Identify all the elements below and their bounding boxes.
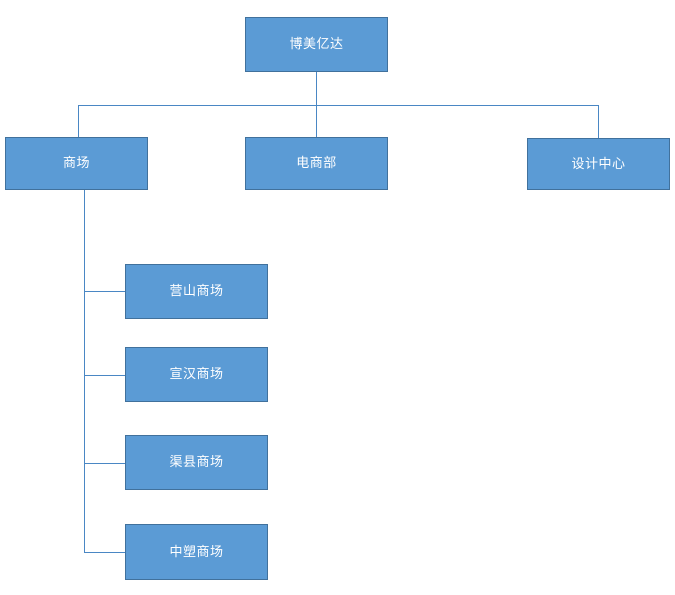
org-node-mall-child-1[interactable]: 宣汉商场: [125, 347, 268, 402]
connector-drop-mall: [78, 105, 79, 137]
org-node-mall-child-2-label: 渠县商场: [169, 455, 224, 470]
connector-mall-spine: [84, 190, 85, 552]
org-node-root-label: 博美亿达: [289, 37, 344, 52]
connector-drop-ecom: [316, 105, 317, 137]
org-node-mall-child-1-label: 宣汉商场: [169, 367, 224, 382]
org-node-mall[interactable]: 商场: [5, 137, 148, 190]
org-node-ecommerce[interactable]: 电商部: [245, 137, 388, 190]
org-node-root[interactable]: 博美亿达: [245, 17, 388, 72]
org-node-mall-label: 商场: [62, 156, 90, 171]
connector-root-stem: [316, 72, 317, 105]
connector-stub-child-2: [84, 463, 125, 464]
org-node-mall-child-3[interactable]: 中塑商场: [125, 524, 268, 580]
connector-stub-child-3: [84, 552, 125, 553]
org-node-ecommerce-label: 电商部: [296, 156, 337, 171]
connector-level2-bus: [78, 105, 599, 106]
org-node-mall-child-0-label: 营山商场: [169, 284, 224, 299]
org-node-mall-child-2[interactable]: 渠县商场: [125, 435, 268, 490]
org-node-design-center[interactable]: 设计中心: [527, 138, 670, 190]
org-node-design-center-label: 设计中心: [571, 156, 626, 172]
connector-stub-child-0: [84, 291, 125, 292]
connector-drop-design: [598, 105, 599, 138]
connector-stub-child-1: [84, 375, 125, 376]
org-node-mall-child-0[interactable]: 营山商场: [125, 264, 268, 319]
org-node-mall-child-3-label: 中塑商场: [169, 544, 224, 560]
